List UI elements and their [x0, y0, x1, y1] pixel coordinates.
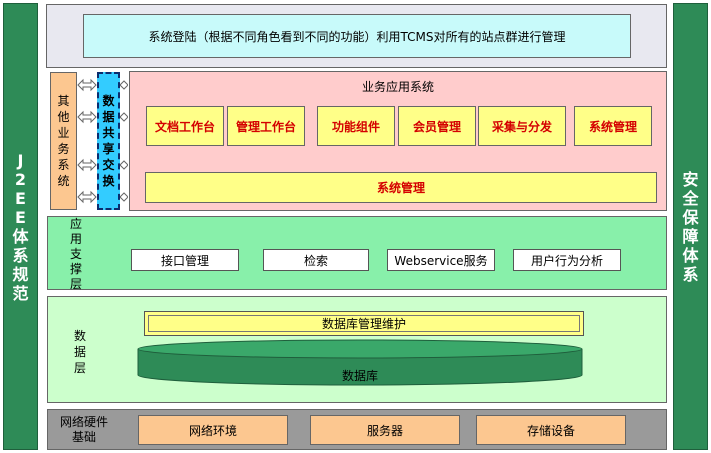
business-app-title: 业务应用系统	[361, 80, 434, 94]
network-layer-label: 网络硬件基础	[59, 414, 108, 444]
support-item-label: 用户行为分析	[530, 253, 603, 268]
business-module: 文档工作台	[146, 106, 224, 146]
network-item: 存储设备	[476, 415, 626, 445]
database-cylinder	[137, 339, 583, 386]
double-arrow-icon	[77, 158, 97, 172]
login-banner-text: 系统登陆（根据不同角色看到不同的功能）利用TCMS对所有的站点群进行管理	[148, 29, 566, 44]
network-item-label: 网络环境	[188, 423, 237, 438]
business-module-label: 会员管理	[412, 119, 461, 134]
login-banner: 系统登陆（根据不同角色看到不同的功能）利用TCMS对所有的站点群进行管理	[83, 14, 631, 58]
support-item: 接口管理	[131, 249, 239, 271]
db-maintenance-box: 数据库管理维护	[144, 311, 584, 336]
data-sharing-exchange: 数据共享交换	[97, 72, 120, 210]
database-label: 数据库	[341, 369, 378, 383]
support-item: Webservice服务	[387, 249, 495, 271]
business-module-label: 功能组件	[331, 119, 380, 134]
network-layer-panel: 网络硬件基础 网络环境 服务器 存储设备	[47, 409, 667, 450]
support-item-label: Webservice服务	[394, 253, 488, 268]
other-business-systems: 其他业务系统	[50, 72, 77, 210]
double-arrow-icon	[77, 78, 97, 92]
security-system-column: 安全保障体系	[673, 3, 708, 450]
network-item-label: 存储设备	[526, 423, 575, 438]
exchange-arrows-right	[120, 80, 128, 202]
business-module-label: 系统管理	[588, 119, 637, 134]
support-item-label: 检索	[303, 253, 328, 268]
double-arrow-icon	[120, 160, 128, 170]
db-maintenance-label: 数据库管理维护	[321, 317, 406, 331]
support-item: 用户行为分析	[513, 249, 621, 271]
business-module-label: 管理工作台	[235, 119, 296, 134]
business-module: 功能组件	[317, 106, 395, 146]
security-system-label: 安全保障体系	[682, 169, 699, 284]
data-layer-panel: 数据层 数据库管理维护 数据库	[47, 296, 667, 403]
business-module: 会员管理	[398, 106, 476, 146]
business-module: 管理工作台	[227, 106, 305, 146]
double-arrow-icon	[120, 192, 128, 202]
data-layer-label: 数据层	[73, 329, 86, 375]
network-item: 网络环境	[138, 415, 288, 445]
other-business-systems-label: 其他业务系统	[57, 94, 70, 188]
business-module-label: 文档工作台	[154, 119, 215, 134]
double-arrow-icon	[77, 190, 97, 204]
double-arrow-icon	[120, 80, 128, 90]
business-module-label: 采集与分发	[491, 119, 552, 134]
double-arrow-icon	[120, 112, 128, 122]
support-layer-panel: 应用支撑层 接口管理 检索 Webservice服务 用户行为分析	[47, 216, 667, 291]
support-layer-label: 应用支撑层	[69, 216, 82, 291]
support-item-label: 接口管理	[160, 253, 209, 268]
exchange-arrows	[77, 78, 97, 204]
network-item-label: 服务器	[366, 423, 403, 438]
business-app-panel: 业务应用系统 文档工作台管理工作台功能组件会员管理采集与分发系统管理 系统管理	[129, 71, 667, 211]
system-management-bar-label: 系统管理	[376, 181, 425, 195]
double-arrow-icon	[77, 110, 97, 124]
data-sharing-exchange-label: 数据共享交换	[102, 94, 115, 188]
support-item: 检索	[263, 249, 369, 271]
business-module: 系统管理	[574, 106, 652, 146]
login-panel: 系统登陆（根据不同角色看到不同的功能）利用TCMS对所有的站点群进行管理	[46, 4, 667, 68]
system-management-bar: 系统管理	[145, 172, 657, 203]
network-item: 服务器	[310, 415, 460, 445]
business-module: 采集与分发	[478, 106, 566, 146]
